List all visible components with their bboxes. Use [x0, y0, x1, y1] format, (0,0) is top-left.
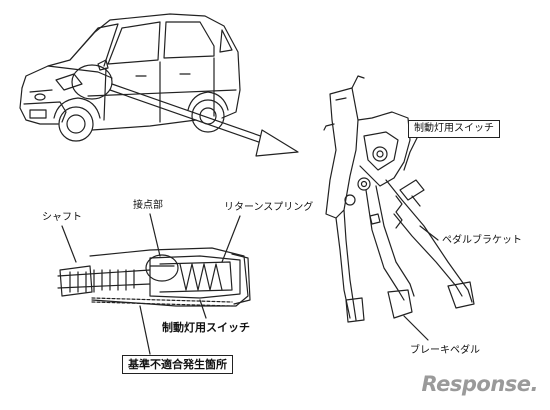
leader-defect: [139, 305, 151, 355]
label-defect-location: 基準不適合発生箇所: [122, 355, 233, 374]
leader-contact: [149, 213, 161, 257]
pedal-assembly: [323, 75, 475, 323]
car-illustration: [19, 13, 241, 142]
label-pedal-bracket: ペダルブラケット: [442, 235, 522, 246]
leader-pedal-bracket: [419, 225, 439, 241]
pointer-arrow: [109, 83, 299, 157]
leader-shaft: [61, 225, 77, 263]
label-contact: 接点部: [133, 200, 163, 211]
label-brake-pedal: ブレーキペダル: [410, 345, 480, 356]
leader-brake-pedal: [403, 315, 429, 341]
label-brake-light-switch-top: 制動灯用スイッチ: [408, 120, 500, 138]
leader-switch-bottom: [199, 299, 207, 319]
label-shaft: シャフト: [42, 212, 82, 223]
response-watermark-logo: Response.: [421, 372, 539, 396]
label-brake-light-switch-bottom: 制動灯用スイッチ: [162, 321, 250, 334]
switch-cross-section: [57, 247, 251, 307]
leader-switch-top: [403, 135, 419, 171]
label-return-spring: リターンスプリング: [224, 202, 314, 213]
leader-return-spring: [221, 215, 241, 263]
